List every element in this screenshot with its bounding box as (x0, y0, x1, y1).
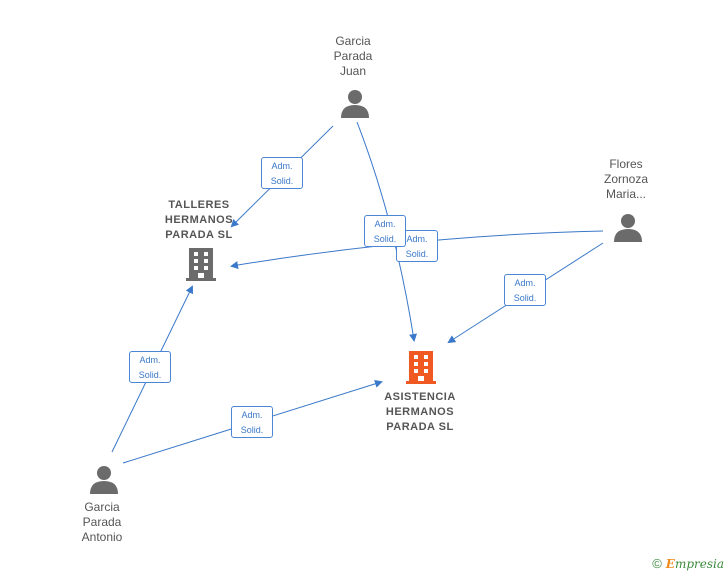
company-label-talleres: TALLERES HERMANOS PARADA SL (150, 198, 248, 243)
name-line: PARADA SL (165, 229, 233, 241)
edge-label-line: Solid. (240, 425, 264, 435)
edge-label-line: Adm. (374, 219, 396, 229)
person-label-garcia-antonio: Garcia Parada Antonio (62, 500, 142, 545)
edge-label-line: Adm. (139, 355, 161, 365)
person-icon[interactable] (613, 212, 643, 242)
name-line: PARADA SL (386, 421, 454, 433)
edge-label-line: Solid. (373, 234, 397, 244)
edge-label-antonio-talleres[interactable]: Adm. Solid. (129, 351, 171, 383)
person-label-flores-zornoza: Flores Zornoza Maria... (586, 157, 666, 202)
edge-label-line: Solid. (138, 370, 162, 380)
name-line: TALLERES (168, 199, 230, 211)
brand-watermark: ©Empresia (652, 556, 724, 571)
name-line: Garcia (84, 500, 120, 514)
building-icon[interactable] (185, 246, 217, 282)
edge-label-flores-asistencia[interactable]: Adm. Solid. (504, 274, 546, 306)
person-icon[interactable] (89, 464, 119, 494)
brand-logo-text: mpresia (674, 557, 724, 571)
edge-label-line: Solid. (270, 176, 294, 186)
name-line: Maria... (605, 187, 646, 201)
edge-label-line: Adm. (406, 234, 428, 244)
edge-label-line: Adm. (271, 161, 293, 171)
name-line: Parada (82, 515, 122, 529)
building-icon[interactable] (405, 349, 437, 385)
name-line: Flores (609, 157, 643, 171)
edge-label-juan-asistencia[interactable]: Adm. Solid. (364, 215, 406, 247)
brand-logo-letter: E (665, 557, 675, 571)
person-icon[interactable] (340, 88, 370, 118)
name-line: Zornoza (603, 172, 649, 186)
person-label-garcia-juan: Garcia Parada Juan (313, 34, 393, 79)
name-line: ASISTENCIA (384, 391, 456, 403)
name-line: Garcia (335, 34, 371, 48)
name-line: HERMANOS (385, 406, 455, 418)
edge-label-line: Solid. (513, 293, 537, 303)
edge-label-juan-talleres[interactable]: Adm. Solid. (261, 157, 303, 189)
name-line: HERMANOS (164, 214, 234, 226)
company-label-asistencia: ASISTENCIA HERMANOS PARADA SL (369, 390, 471, 435)
edge-label-antonio-asistencia[interactable]: Adm. Solid. (231, 406, 273, 438)
copyright-icon: © (652, 556, 662, 571)
edge-label-line: Adm. (241, 410, 263, 420)
name-line: Juan (339, 64, 367, 78)
name-line: Antonio (81, 530, 123, 544)
name-line: Parada (333, 49, 373, 63)
edge-label-line: Adm. (514, 278, 536, 288)
edge-label-line: Solid. (405, 249, 429, 259)
